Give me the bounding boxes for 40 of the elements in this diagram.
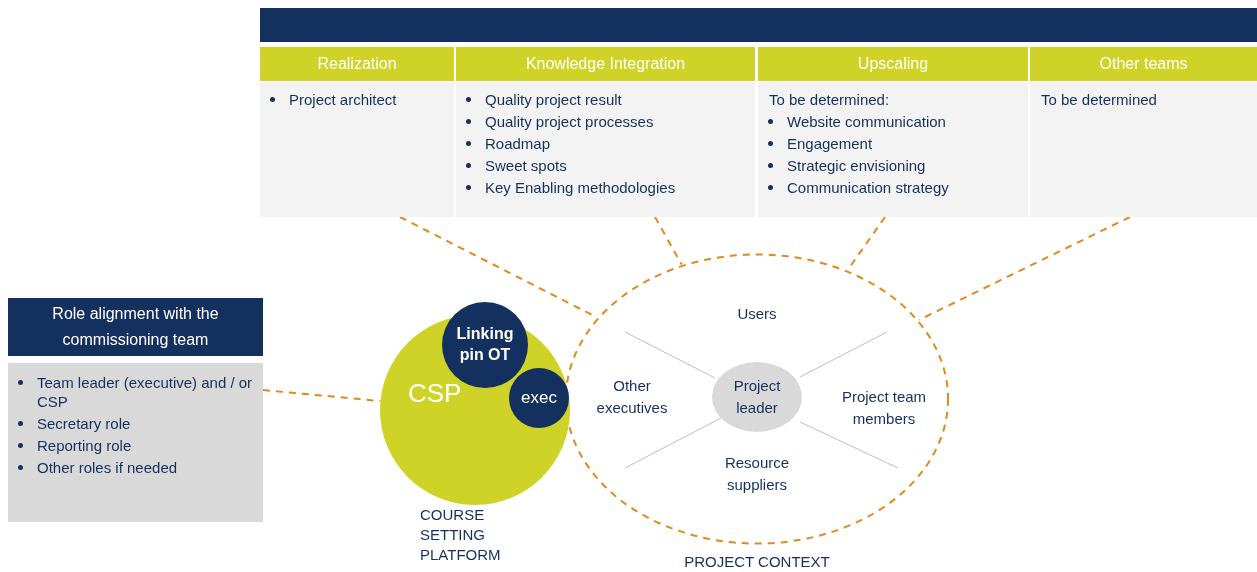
list-item: To be determined — [1040, 90, 1157, 109]
list-item: Website communication — [787, 112, 946, 131]
list-item: Strategic envisioning — [787, 156, 926, 175]
list-item: Engagement — [787, 134, 873, 153]
list-item: Secretary role — [37, 414, 131, 433]
header-bar — [260, 8, 1257, 42]
list-item: Communication strategy — [787, 178, 949, 197]
column-header: Realization — [260, 47, 454, 82]
list-item: Roadmap — [485, 134, 551, 153]
context-label: Project team members — [840, 387, 928, 429]
list-item: Quality project result — [485, 90, 622, 109]
panel-header: Role alignment with the commissioning team — [8, 298, 263, 356]
circle-label: Linking pin OT — [455, 324, 515, 365]
list-item: Reporting role — [37, 436, 132, 455]
circle-label: CSP — [408, 377, 462, 410]
dashed-connector — [262, 389, 382, 403]
table-column — [456, 47, 755, 217]
table-column — [1030, 47, 1257, 217]
column-header: Knowledge Integration — [456, 47, 755, 82]
node-label: PROJECT CONTEXT — [683, 552, 831, 572]
role-circle — [509, 368, 569, 428]
table-column — [758, 47, 1028, 217]
list-item: Quality project processes — [485, 112, 654, 131]
node-label: Project leader — [732, 376, 782, 418]
context-label: Users — [736, 304, 778, 324]
list-item: Key Enabling methodologies — [485, 178, 676, 197]
dashed-connector — [654, 216, 683, 266]
table-column — [260, 47, 454, 217]
context-label: Resource suppliers — [723, 453, 791, 495]
list-item: Project architect — [289, 90, 397, 109]
context-label: Other executives — [595, 376, 669, 418]
list-item: Other roles if needed — [37, 458, 178, 477]
list-item: To be determined: — [768, 90, 890, 109]
list-item: Sweet spots — [485, 156, 567, 175]
circle-label: exec — [521, 386, 557, 409]
node-label: COURSE SETTING PLATFORM — [420, 505, 502, 565]
dashed-connector — [918, 216, 1131, 321]
column-header: Upscaling — [758, 47, 1028, 82]
column-header: Other teams — [1030, 47, 1257, 82]
list-item: Team leader (executive) and / or CSP — [37, 373, 254, 411]
